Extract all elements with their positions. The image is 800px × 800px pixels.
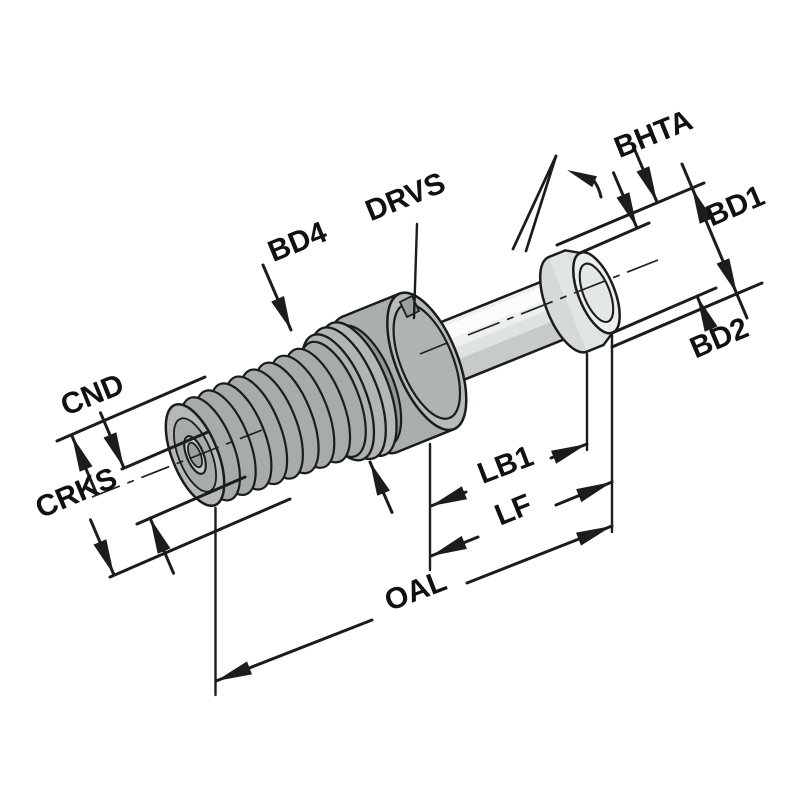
part-pull-stud xyxy=(164,249,621,508)
dim-oal: OAL xyxy=(214,524,614,683)
label-bhta: BHTA xyxy=(610,104,698,165)
label-bd4: BD4 xyxy=(263,216,331,269)
label-oal: OAL xyxy=(380,564,451,618)
head-section xyxy=(538,249,621,354)
end-face xyxy=(164,402,226,508)
centerline xyxy=(91,259,659,498)
label-drvs: DRVS xyxy=(361,166,450,228)
dim-bhta: BHTA xyxy=(511,104,698,253)
label-lb1: LB1 xyxy=(473,440,538,491)
label-bd2: BD2 xyxy=(685,311,753,365)
label-lf: LF xyxy=(490,488,536,532)
label-bd1: BD1 xyxy=(701,179,769,233)
label-crks: CRKS xyxy=(31,461,122,525)
